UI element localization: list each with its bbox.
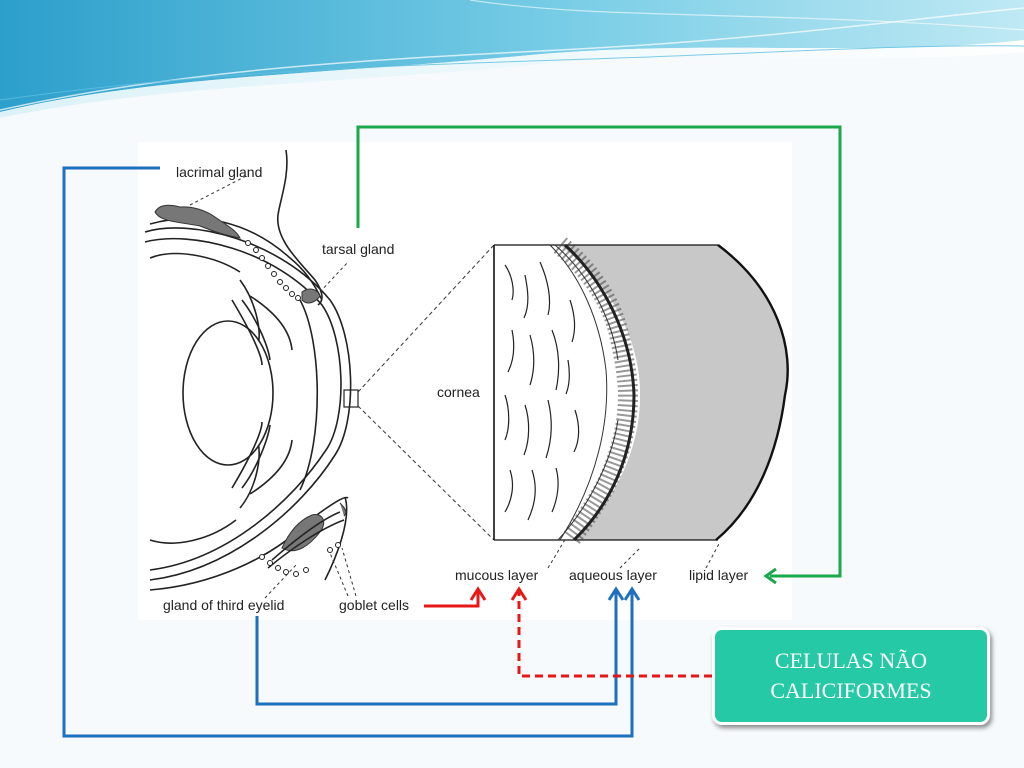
label-gland-of-third-eyelid: gland of third eyelid bbox=[163, 597, 285, 613]
third-eyelid-gland-shape bbox=[281, 513, 325, 552]
epithelium-band bbox=[553, 237, 639, 546]
tarsal-gland-shape bbox=[301, 288, 321, 304]
red-connector-solid bbox=[424, 592, 480, 608]
cornea-closeup bbox=[493, 237, 789, 569]
header-wave-main bbox=[0, 0, 1024, 112]
zoom-line-top bbox=[357, 244, 495, 393]
label-lacrimal-gland: lacrimal gland bbox=[176, 164, 263, 180]
header-wave-light bbox=[0, 40, 1024, 118]
stroma-fibers bbox=[504, 261, 580, 521]
label-goblet-cells: goblet cells bbox=[339, 597, 410, 613]
lacrimal-gland-shape bbox=[154, 204, 241, 239]
label-lipid-layer: lipid layer bbox=[689, 567, 749, 583]
blue-connector-inner bbox=[255, 592, 618, 706]
label-aqueous-layer: aqueous layer bbox=[569, 567, 657, 583]
callout-non-goblet-cells: CELULAS NÃO CALICIFORMES bbox=[712, 627, 990, 725]
label-mucous-layer: mucous layer bbox=[455, 567, 539, 583]
red-connector-dashed bbox=[517, 592, 712, 678]
label-cornea: cornea bbox=[437, 384, 480, 400]
green-connector bbox=[356, 125, 842, 578]
label-tarsal-gland: tarsal gland bbox=[322, 241, 395, 257]
lower-gland-dots bbox=[259, 542, 341, 577]
upper-gland-dots bbox=[245, 240, 301, 301]
lipid-layer-area bbox=[560, 245, 788, 540]
blue-connector-outer bbox=[62, 166, 634, 738]
cornea-zoom-box bbox=[343, 389, 359, 408]
lens bbox=[182, 320, 274, 466]
zoom-line-bottom bbox=[357, 405, 495, 541]
